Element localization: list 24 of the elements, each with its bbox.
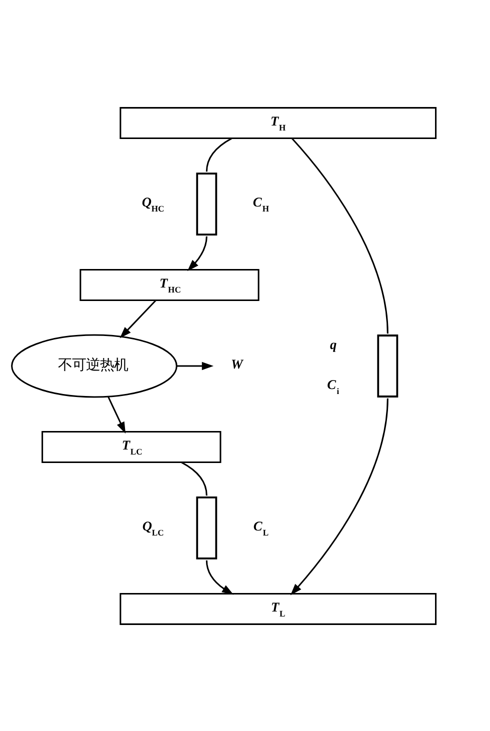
node-label: C$_{i}$: [327, 376, 340, 396]
arrow: [290, 398, 388, 595]
node-label: Q$_{LC}$: [142, 518, 164, 538]
node-box: T$_{LC}$: [42, 430, 222, 462]
node-box: T$_{HC}$: [80, 268, 260, 301]
connector: [181, 461, 208, 496]
node-box: [377, 334, 398, 397]
arrow: [206, 560, 234, 594]
node-box: T$_{L}$: [120, 592, 437, 624]
node-label: C$_{H}$: [252, 194, 270, 214]
node-box: [196, 496, 218, 559]
arrow: [176, 361, 214, 370]
connector: [206, 137, 232, 172]
connector: [291, 137, 388, 334]
arrow: [120, 299, 156, 338]
node-text: W: [230, 356, 243, 372]
node-box: T$_{H}$: [120, 106, 437, 139]
arrow: [187, 236, 208, 271]
node-box: [196, 172, 218, 235]
node-label: Q$_{HC}$: [142, 194, 164, 214]
node-label: C$_{L}$: [253, 518, 269, 538]
node-ellipse: 不可逆热机: [11, 334, 178, 398]
arrow: [108, 396, 126, 434]
node-label: q: [330, 336, 337, 352]
